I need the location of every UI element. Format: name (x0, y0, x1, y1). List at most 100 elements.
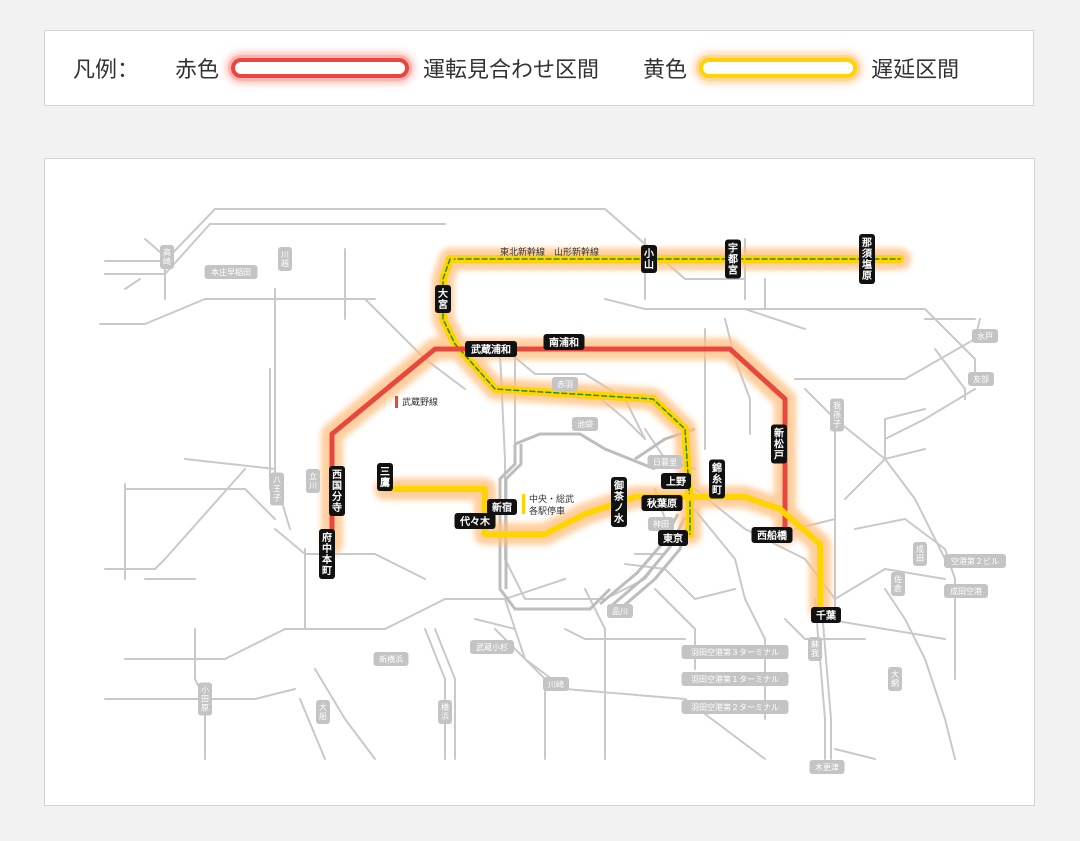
station-label: 成田 (913, 542, 927, 566)
chuo-sobu-line-yellow (382, 486, 823, 612)
route-map-canvas: 武蔵野線 東北新幹線 山形新幹線 中央・総武 各駅停車 本庄早稲田高崎川越八王子… (99, 208, 1006, 774)
svg-text:錦: 錦 (711, 462, 722, 475)
svg-text:水: 水 (613, 512, 625, 525)
station-label: 八王子 (270, 472, 284, 506)
station-label: 立川 (306, 469, 320, 493)
svg-text:船: 船 (319, 711, 327, 721)
svg-text:府: 府 (322, 531, 332, 544)
svg-text:神田: 神田 (653, 519, 669, 529)
station-label: 木更津 (809, 760, 845, 774)
station-shinjuku: 新宿 (487, 499, 517, 515)
svg-text:茶: 茶 (613, 490, 625, 503)
svg-text:新横浜: 新横浜 (379, 654, 403, 664)
svg-text:崎: 崎 (163, 256, 171, 266)
svg-text:水戸: 水戸 (977, 331, 993, 341)
svg-text:塩: 塩 (862, 258, 872, 271)
svg-text:東京: 東京 (663, 532, 683, 545)
legend-yellow-swatch (699, 58, 858, 78)
svg-text:日暮里: 日暮里 (653, 457, 677, 467)
svg-text:我: 我 (811, 648, 819, 658)
svg-text:羽田空港第１ターミナル: 羽田空港第１ターミナル (691, 674, 779, 684)
legend-yellow-name: 黄色 (643, 58, 688, 83)
station-kinshicho: 錦糸町 (709, 459, 725, 499)
station-label: 神田 (648, 517, 674, 531)
station-label: 品川 (607, 604, 633, 618)
station-minami-urawa: 南浦和 (543, 334, 585, 350)
svg-text:新: 新 (774, 427, 784, 440)
station-chiba: 千葉 (811, 607, 841, 623)
station-label: 佐倉 (891, 572, 905, 596)
svg-text:上野: 上野 (666, 475, 686, 488)
svg-text:新宿: 新宿 (492, 501, 512, 514)
station-ueno: 上野 (661, 473, 691, 489)
svg-text:国: 国 (332, 480, 342, 492)
svg-text:宇: 宇 (728, 242, 738, 255)
svg-text:町: 町 (322, 565, 332, 577)
svg-text:那: 那 (862, 237, 872, 249)
station-label: 我孫子 (830, 398, 844, 432)
stations-layer: 本庄早稲田高崎川越八王子立川品川新横浜武蔵小杉川崎大船横浜木更津成田佐倉成田空港… (160, 234, 1006, 774)
svg-text:御: 御 (613, 479, 624, 492)
svg-text:網: 網 (891, 678, 899, 688)
station-label: 池袋 (572, 417, 598, 431)
svg-text:倉: 倉 (894, 583, 902, 593)
svg-text:都: 都 (727, 253, 738, 266)
svg-text:三: 三 (380, 466, 390, 478)
svg-text:我: 我 (833, 401, 841, 411)
svg-text:空港第２ビル: 空港第２ビル (951, 556, 999, 566)
station-label: 小田原 (198, 682, 212, 716)
station-label: 高崎 (160, 245, 174, 269)
svg-text:佐: 佐 (894, 574, 902, 584)
svg-text:大: 大 (319, 702, 327, 712)
station-tokyo: 東京 (658, 530, 688, 546)
legend-title: 凡例： (73, 58, 140, 83)
svg-text:木更津: 木更津 (815, 762, 839, 772)
svg-text:成: 成 (916, 544, 924, 554)
station-utsunomiya: 宇都宮 (725, 239, 741, 279)
svg-text:池袋: 池袋 (577, 419, 593, 429)
station-musashi-urawa: 武蔵浦和 (465, 341, 517, 357)
svg-text:川: 川 (309, 481, 317, 490)
svg-text:糸: 糸 (712, 473, 722, 486)
svg-text:成田空港: 成田空港 (950, 586, 982, 596)
svg-text:羽田空港第２ターミナル: 羽田空港第２ターミナル (691, 702, 779, 712)
svg-text:品川: 品川 (612, 607, 628, 616)
legend-panel: 凡例： 赤色 運転見合わせ区間 黄色 遅延区間 (44, 30, 1034, 106)
svg-text:鷹: 鷹 (380, 476, 390, 489)
central-lines (498, 427, 696, 611)
station-mitaka: 三鷹 (377, 463, 393, 491)
svg-text:須: 須 (861, 247, 873, 260)
svg-text:西船橋: 西船橋 (757, 529, 788, 542)
station-label: 赤羽 (552, 377, 578, 391)
svg-text:立: 立 (309, 471, 317, 481)
svg-text:代々木: 代々木 (459, 515, 491, 528)
station-label: 日暮里 (647, 455, 683, 469)
svg-text:川崎: 川崎 (548, 679, 564, 689)
svg-text:羽田空港第３ターミナル: 羽田空港第３ターミナル (691, 647, 779, 657)
station-label: 横浜 (438, 700, 452, 724)
svg-text:原: 原 (862, 270, 872, 282)
station-label: 水戸 (972, 329, 998, 343)
route-map: 武蔵野線 東北新幹線 山形新幹線 中央・総武 各駅停車 本庄早稲田高崎川越八王子… (44, 158, 1035, 806)
svg-text:宮: 宮 (728, 264, 738, 277)
station-omiya: 大宮 (435, 285, 451, 313)
legend-red-swatch (231, 58, 410, 78)
station-shin-matsudo: 新松戸 (771, 424, 787, 464)
svg-text:中: 中 (322, 542, 332, 555)
svg-text:小: 小 (643, 247, 654, 260)
station-label: 羽田空港第１ターミナル (681, 672, 789, 686)
svg-text:山: 山 (644, 258, 654, 271)
station-nishi-funabashi: 西船橋 (751, 527, 793, 543)
svg-text:田: 田 (201, 695, 209, 704)
station-label: 成田空港 (944, 584, 988, 598)
legend-yellow-desc: 遅延区間 (871, 58, 960, 83)
station-akihabara: 秋葉原 (641, 495, 683, 511)
svg-text:武蔵浦和: 武蔵浦和 (471, 343, 511, 356)
svg-text:子: 子 (273, 494, 281, 503)
station-label: 蘇我 (808, 637, 822, 661)
svg-text:友部: 友部 (973, 374, 989, 384)
svg-text:小: 小 (201, 686, 209, 695)
